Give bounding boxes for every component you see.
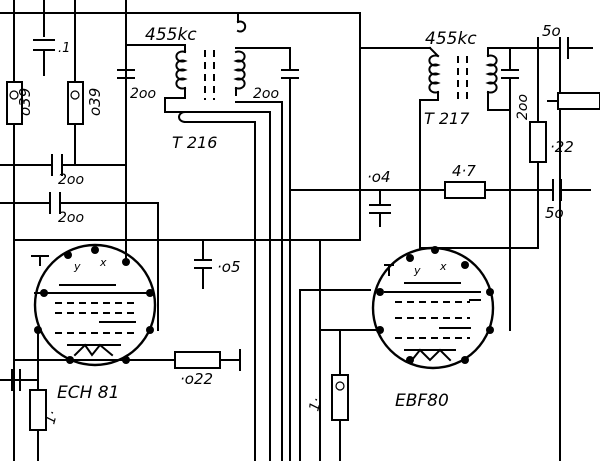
resistor-left-2: o39: [67, 79, 104, 166]
res-right-label: ·22: [550, 138, 574, 156]
resistor-ebf: 1·: [306, 329, 349, 461]
resistor-left-1: o39: [6, 59, 34, 125]
xfmr1-freq-label: 455kc: [145, 25, 197, 45]
cap-top-left-label: .1: [58, 41, 70, 56]
tube-ech81: y x ECH 81: [31, 243, 157, 403]
res-ebf-label: 1·: [306, 396, 325, 413]
interconnect-wires: ·o5: [13, 239, 381, 461]
mid-components: 4·7 ·o4: [289, 162, 501, 227]
cap-mid-label: ·o4: [367, 168, 391, 186]
capacitor-input-1: 2oo: [0, 154, 127, 188]
transformer-t217: 455kc T 217 2oo: [359, 29, 549, 331]
capacitor-top-left: .1: [33, 39, 70, 61]
cap-out-bottom-label: 5o: [545, 204, 564, 222]
xfmr2-cap-label: 2oo: [515, 94, 531, 120]
res-mid-label: 4·7: [452, 162, 476, 180]
capacitor-input-2: 2oo: [0, 192, 159, 331]
ebf-pin-x: x: [439, 260, 447, 273]
ebf-pin-y: y: [413, 264, 421, 277]
res-left-1-label: o39: [16, 88, 34, 116]
cap-ech-label: ·o5: [217, 258, 241, 276]
tube1-name-label: ECH 81: [57, 383, 119, 403]
cap-in-2-label: 2oo: [58, 210, 84, 226]
cap-in-1-label: 2oo: [58, 172, 84, 188]
tube-ebf80: y x EBF80: [371, 246, 495, 411]
ech-pin-x: x: [99, 256, 107, 269]
res-left-2-label: o39: [86, 88, 104, 116]
xfmr1-cap-label: 2oo: [130, 86, 156, 102]
res-cathode-label: 1·: [42, 409, 61, 426]
res-grid-label: ·o22: [180, 370, 213, 388]
xfmr2-name-label: T 217: [424, 109, 470, 128]
cap-out-top-label: 5o: [542, 22, 561, 40]
output-section: 5o ·22 5o: [419, 22, 600, 461]
resistor-cathode: 1·: [0, 329, 61, 461]
ech-pin-y: y: [73, 260, 81, 273]
transformer-t216: 455kc 2oo 2oo T 216: [117, 12, 299, 461]
tube2-name-label: EBF80: [395, 391, 449, 411]
resistor-grid: ·o22: [157, 349, 241, 388]
xfmr1-cap2-label: 2oo: [253, 86, 279, 102]
xfmr2-freq-label: 455kc: [425, 29, 477, 49]
xfmr1-name-label: T 216: [172, 133, 217, 152]
